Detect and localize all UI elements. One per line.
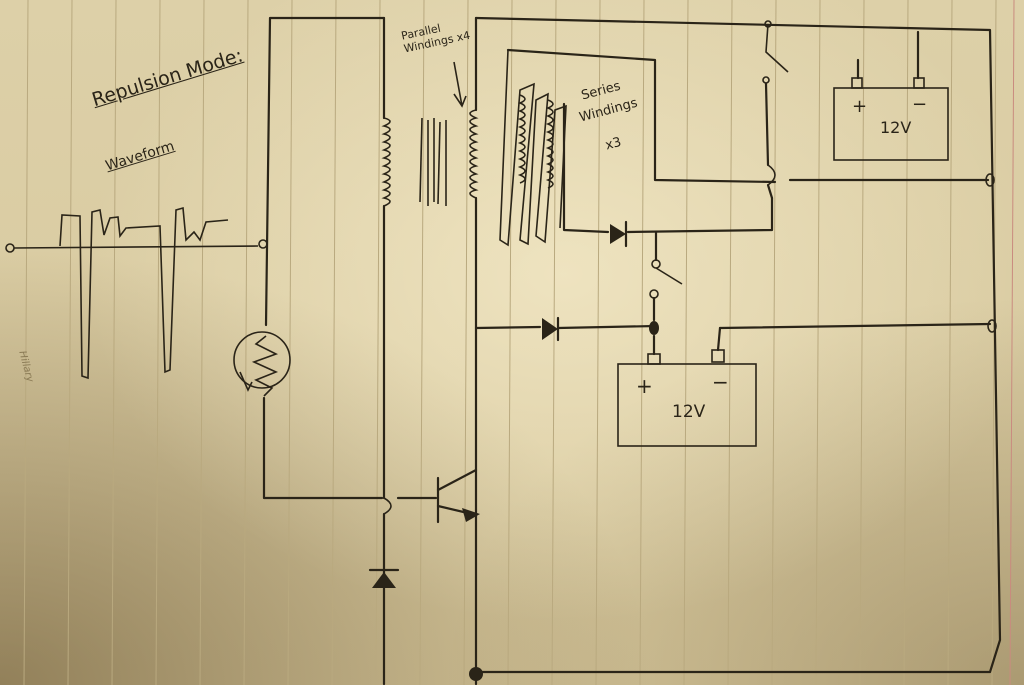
waveform-sketch [5,206,268,380]
lamp-resistor [233,16,386,500]
battery-main-plus: + [636,374,653,398]
battery-main [617,326,757,447]
series-windings [474,16,1002,674]
series-count-label: x3 [603,134,624,154]
battery-top-minus: − [912,94,928,115]
output-terminals [718,173,997,333]
battery-main-minus: − [712,370,729,394]
transistor [382,468,483,685]
battery-top-voltage: 12V [880,118,912,137]
diode-bottom [368,568,400,588]
parallel-coil [453,16,479,512]
top-switch [762,20,789,200]
mid-switch [649,230,683,356]
battery-top-plus: + [852,96,868,117]
battery-top [833,30,949,161]
diode-main [474,316,658,342]
iron-core [419,117,447,206]
ruled-lines [23,0,1015,685]
battery-main-voltage: 12V [672,402,706,422]
diode-series [610,220,628,248]
primary-coil [381,16,392,674]
